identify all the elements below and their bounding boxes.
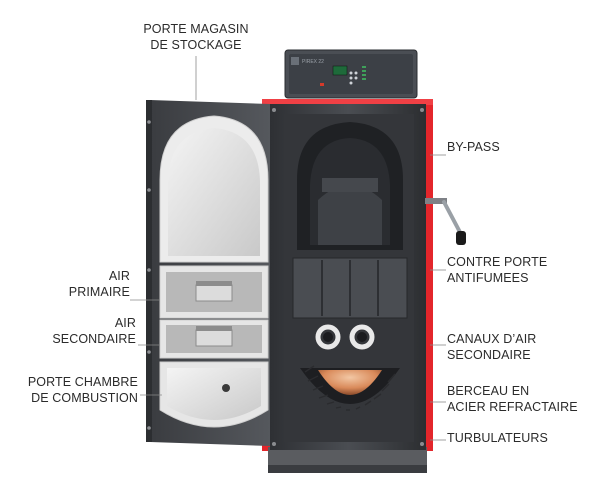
secondary-air-channels	[315, 324, 375, 350]
label-line: AIR	[108, 269, 130, 283]
refractory-cradle	[300, 365, 400, 411]
label-contre-porte: CONTRE PORTE ANTIFUMEES	[447, 254, 587, 286]
bypass-lever	[425, 198, 466, 245]
label-line: DE STOCKAGE	[150, 38, 242, 52]
label-air-secondaire: AIR SECONDAIRE	[25, 315, 136, 347]
label-line: BERCEAU EN	[447, 384, 530, 398]
label-porte-chambre: PORTE CHAMBRE DE COMBUSTION	[6, 374, 138, 406]
label-line: ACIER REFRACTAIRE	[447, 400, 578, 414]
label-line: AIR	[114, 316, 136, 330]
label-porte-magasin: PORTE MAGASIN DE STOCKAGE	[140, 21, 252, 53]
label-by-pass: BY-PASS	[447, 139, 587, 155]
label-line: CONTRE PORTE	[447, 255, 548, 269]
secondary-air-panel	[159, 319, 269, 359]
callout-lines	[130, 56, 446, 441]
anti-smoke-plate	[292, 257, 408, 319]
label-air-primaire: AIR PRIMAIRE	[30, 268, 130, 300]
label-line: TURBULATEURS	[447, 431, 548, 445]
combustion-door-panel	[159, 361, 269, 428]
label-line: SECONDAIRE	[52, 332, 136, 346]
label-canaux-air: CANAUX D’AIR SECONDAIRE	[447, 331, 587, 363]
storage-door-panel	[159, 115, 269, 263]
label-line: SECONDAIRE	[447, 348, 531, 362]
label-turbulateurs: TURBULATEURS	[447, 430, 587, 446]
controller-box: PIREX 22	[284, 49, 418, 99]
label-line: ANTIFUMEES	[447, 271, 529, 285]
primary-air-panel	[159, 265, 269, 319]
label-berceau: BERCEAU EN ACIER REFRACTAIRE	[447, 383, 592, 415]
label-line: BY-PASS	[447, 140, 500, 154]
controller-display	[332, 65, 348, 76]
label-line: CANAUX D’AIR	[447, 332, 537, 346]
label-line: PRIMAIRE	[68, 285, 130, 299]
storage-chamber	[297, 122, 403, 250]
controller-screen-text: PIREX 22	[302, 59, 324, 65]
label-line: PORTE MAGASIN	[143, 22, 249, 36]
label-line: PORTE CHAMBRE	[27, 375, 138, 389]
label-line: DE COMBUSTION	[31, 391, 138, 405]
